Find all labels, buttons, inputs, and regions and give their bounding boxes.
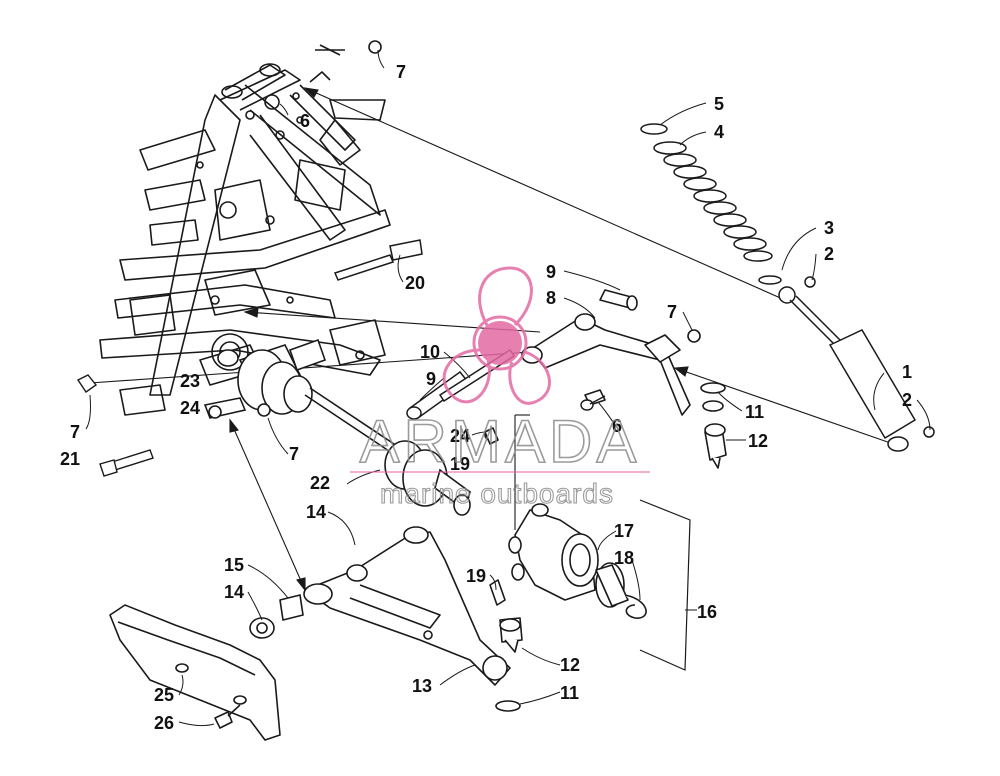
callout-12-lower: 12	[560, 655, 580, 675]
coil-spring	[640, 123, 782, 285]
callout-leaders	[85, 49, 931, 727]
armada-watermark: ARMADA marine outboards	[350, 266, 650, 510]
callout-3: 3	[824, 218, 834, 238]
callout-2-lower: 2	[902, 390, 912, 410]
skid-plate	[109, 604, 281, 741]
lower-a-arm	[249, 526, 523, 712]
callout-22: 22	[310, 473, 330, 493]
callout-19-lower: 19	[466, 566, 486, 586]
callout-7-left: 7	[70, 422, 80, 442]
callout-numbers: 7 6 5 4 3 2 20 9 8 7 10 9 23 24 1 2 11 6…	[60, 62, 912, 733]
callout-9-upper: 9	[546, 262, 556, 282]
callout-4: 4	[714, 122, 724, 142]
callout-13: 13	[412, 676, 432, 696]
callout-24-center: 24	[450, 426, 470, 446]
callout-26: 26	[154, 713, 174, 733]
callout-7-arm: 7	[667, 302, 677, 322]
kit-bracket	[639, 499, 691, 671]
callout-11-upper: 11	[745, 402, 764, 422]
callout-10: 10	[420, 342, 440, 362]
callout-17: 17	[614, 521, 634, 541]
callout-2-upper: 2	[824, 244, 834, 264]
callout-16: 16	[697, 602, 717, 622]
callout-15: 15	[224, 555, 244, 575]
callout-18: 18	[614, 548, 634, 568]
callout-14-lower: 14	[224, 582, 244, 602]
callout-11-lower: 11	[560, 683, 579, 703]
callout-14-upper: 14	[306, 502, 326, 522]
callout-12-upper: 12	[748, 431, 768, 451]
watermark-brand: ARMADA	[360, 408, 641, 475]
callout-6-top: 6	[300, 111, 310, 131]
callout-19-center: 19	[450, 454, 470, 474]
callout-5: 5	[714, 94, 724, 114]
callout-20: 20	[405, 273, 425, 293]
watermark-tagline: marine outboards	[380, 478, 614, 509]
frame-bolts	[76, 374, 606, 477]
shock-absorber	[778, 276, 935, 452]
callout-23: 23	[180, 371, 200, 391]
callout-7-axle: 7	[289, 444, 299, 464]
callout-24-left: 24	[180, 398, 200, 418]
propeller-logo-icon	[442, 266, 551, 405]
drive-axle	[203, 338, 471, 516]
callout-1: 1	[902, 362, 912, 382]
callout-9-lower: 9	[426, 369, 436, 389]
steering-knuckle	[484, 427, 647, 619]
callout-6-arm: 6	[612, 416, 622, 436]
callout-21: 21	[60, 449, 80, 469]
callout-8: 8	[546, 288, 556, 308]
callout-7-top: 7	[396, 62, 406, 82]
callout-25: 25	[154, 685, 174, 705]
